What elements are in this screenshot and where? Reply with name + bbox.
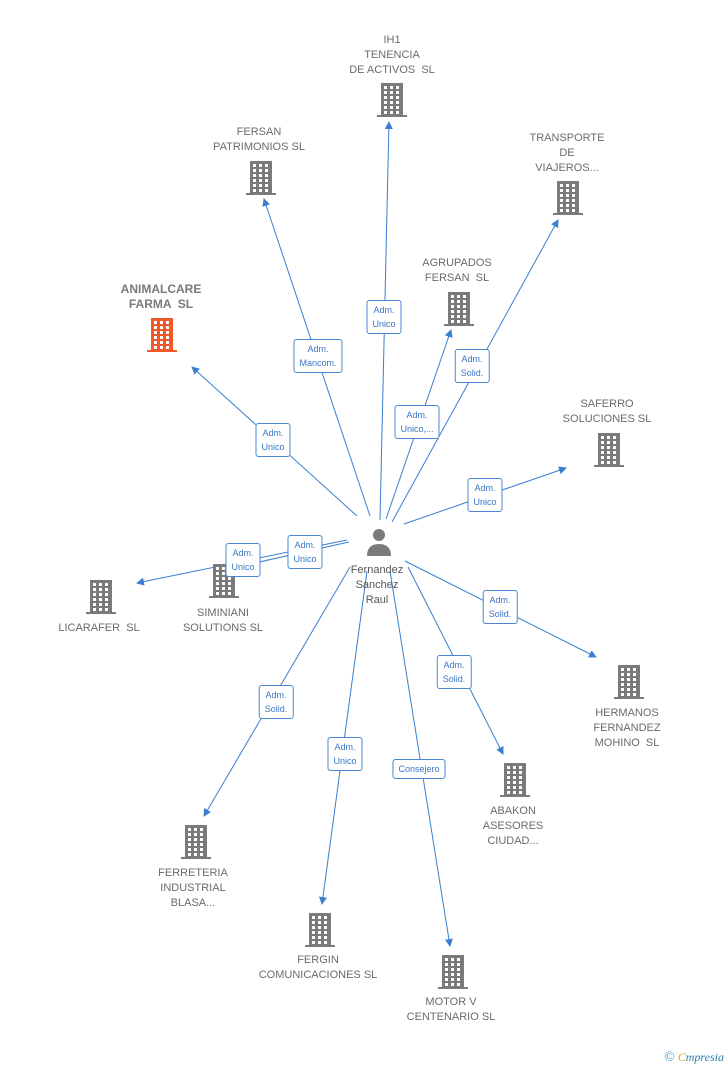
company-name-animalcare[interactable]: ANIMALCARE FARMA SL <box>120 282 202 311</box>
building-icon-ferreteria[interactable] <box>181 825 211 859</box>
relation-label-licarafer[interactable]: Adm. Unico <box>225 543 261 577</box>
building-icon-motor[interactable] <box>438 955 468 989</box>
relation-label-saferro[interactable]: Adm. Unico <box>467 478 503 512</box>
company-name-saferro[interactable]: SAFERRO SOLUCIONES SL <box>562 398 652 425</box>
building-icon-licarafer[interactable] <box>86 580 116 614</box>
company-name-licarafer[interactable]: LICARAFER SL <box>58 622 140 634</box>
company-name-hermanos[interactable]: HERMANOS FERNANDEZ MOHINO SL <box>593 707 661 749</box>
relation-label-agrupados[interactable]: Adm. Unico,... <box>394 405 440 439</box>
relation-label-fersan-patrimonios[interactable]: Adm. Mancom. <box>293 339 343 373</box>
person-icon-head <box>373 529 385 541</box>
person-icon <box>367 544 391 556</box>
person-node[interactable] <box>367 529 391 556</box>
edge-motor <box>389 570 453 947</box>
building-icon-transporte[interactable] <box>553 181 583 215</box>
building-icon-saferro[interactable] <box>594 433 624 467</box>
building-icon-hermanos[interactable] <box>614 665 644 699</box>
relation-label-siminiani[interactable]: Adm. Unico <box>287 535 323 569</box>
copyright-icon: © <box>664 1050 675 1065</box>
building-icon-abakon[interactable] <box>500 763 530 797</box>
brand-name: mpresia <box>685 1050 724 1064</box>
relation-label-motor[interactable]: Consejero <box>392 759 446 779</box>
company-name-siminiani[interactable]: SIMINIANI SOLUTIONS SL <box>182 607 264 634</box>
company-name-transporte[interactable]: TRANSPORTE DE VIAJEROS... <box>529 132 605 174</box>
building-icon-animalcare[interactable] <box>147 318 177 352</box>
relation-label-abakon[interactable]: Adm. Solid. <box>436 655 472 689</box>
building-icon-ih1[interactable] <box>377 83 407 117</box>
company-name-fersan-patrimonios[interactable]: FERSAN PATRIMONIOS SL <box>213 126 305 153</box>
relation-label-ferreteria[interactable]: Adm. Solid. <box>258 685 294 719</box>
building-icon-fergin[interactable] <box>305 913 335 947</box>
company-name-ih1[interactable]: IH1 TENENCIA DE ACTIVOS SL <box>349 34 435 76</box>
company-name-abakon[interactable]: ABAKON ASESORES CIUDAD... <box>482 805 544 847</box>
brand-first-letter: C <box>677 1050 686 1064</box>
relation-label-hermanos[interactable]: Adm. Solid. <box>482 590 518 624</box>
company-name-fergin[interactable]: FERGIN COMUNICACIONES SL <box>258 954 378 981</box>
company-name-ferreteria[interactable]: FERRETERIA INDUSTRIAL BLASA... <box>158 867 228 909</box>
person-name[interactable]: Fernandez Sanchez Raul <box>350 564 404 606</box>
company-name-motor[interactable]: MOTOR V CENTENARIO SL <box>406 996 496 1023</box>
company-name-agrupados[interactable]: AGRUPADOS FERSAN SL <box>422 257 492 284</box>
relation-label-ih1[interactable]: Adm. Unico <box>366 300 402 334</box>
relation-label-transporte[interactable]: Adm. Solid. <box>454 349 490 383</box>
relation-label-animalcare[interactable]: Adm. Unico <box>255 423 291 457</box>
building-icon-fersan-patrimonios[interactable] <box>246 161 276 195</box>
building-icon-agrupados[interactable] <box>444 292 474 326</box>
brand-logo: © Cmpresia <box>664 1050 724 1066</box>
relation-label-fergin[interactable]: Adm. Unico <box>327 737 363 771</box>
